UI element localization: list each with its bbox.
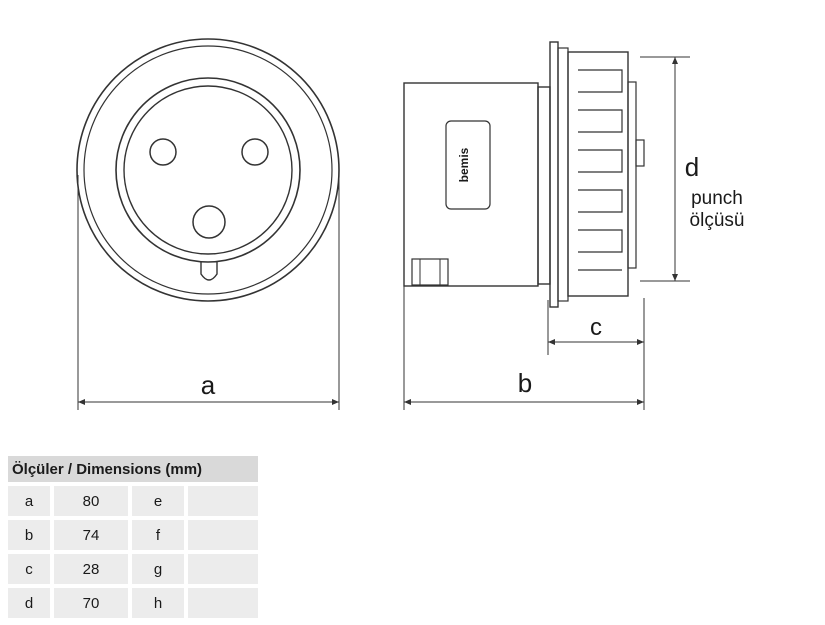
dim-value (188, 588, 258, 618)
dim-c-label: c (590, 314, 602, 341)
dim-d-note-line1: punch (691, 188, 743, 209)
outer-ring-inner (83, 45, 333, 295)
dim-d-note-line2: ölçüsü (690, 210, 745, 231)
dim-d-label: d (685, 152, 699, 182)
front-view (76, 38, 340, 410)
rib-3 (578, 149, 623, 173)
rib-4 (578, 189, 623, 213)
cable-clamp (411, 258, 449, 286)
table-row: c 28 g (8, 554, 258, 584)
rib-5 (578, 229, 623, 253)
ribbed-housing (567, 51, 629, 297)
side-view (403, 41, 690, 410)
table-row: b 74 f (8, 520, 258, 550)
socket-face-outer (115, 77, 301, 263)
table-row: a 80 e (8, 486, 258, 516)
dim-key: c (8, 554, 54, 584)
table-header-row: Ölçüler / Dimensions (mm) (8, 456, 258, 482)
body (403, 82, 539, 287)
lid (627, 81, 637, 269)
dim-key: e (132, 486, 188, 516)
dim-key: b (8, 520, 54, 550)
dim-key: a (8, 486, 54, 516)
rib-2 (578, 109, 623, 133)
table-row: d 70 h (8, 588, 258, 618)
flange-inner (557, 47, 569, 302)
pin-hole-earth (192, 205, 226, 239)
dimensions-table: Ölçüler / Dimensions (mm) a 80 e b 74 f … (8, 452, 258, 622)
hinge (635, 139, 645, 167)
dim-value: 74 (54, 520, 132, 550)
dim-b-label: b (518, 368, 532, 398)
dim-key: f (132, 520, 188, 550)
flange (549, 41, 559, 308)
table-header: Ölçüler / Dimensions (mm) (8, 456, 258, 482)
dim-value (188, 486, 258, 516)
dim-a-label: a (201, 370, 216, 400)
socket-face-inner (123, 85, 293, 255)
pin-hole-right (241, 138, 269, 166)
dim-key: h (132, 588, 188, 618)
dim-value: 28 (54, 554, 132, 584)
rib-1 (578, 69, 623, 93)
dim-value (188, 554, 258, 584)
brand-plate (445, 120, 491, 210)
dim-value: 80 (54, 486, 132, 516)
dimension-lines (78, 57, 678, 405)
brand-logo-text: bemis (457, 147, 471, 182)
pin-hole-left (149, 138, 177, 166)
collar (537, 86, 551, 285)
dim-value (188, 520, 258, 550)
outer-ring (76, 38, 340, 302)
dim-key: g (132, 554, 188, 584)
dim-key: d (8, 588, 54, 618)
key-notch (200, 262, 218, 281)
dim-value: 70 (54, 588, 132, 618)
technical-drawing: a b c d punch ölçüsü bemis (76, 38, 745, 410)
